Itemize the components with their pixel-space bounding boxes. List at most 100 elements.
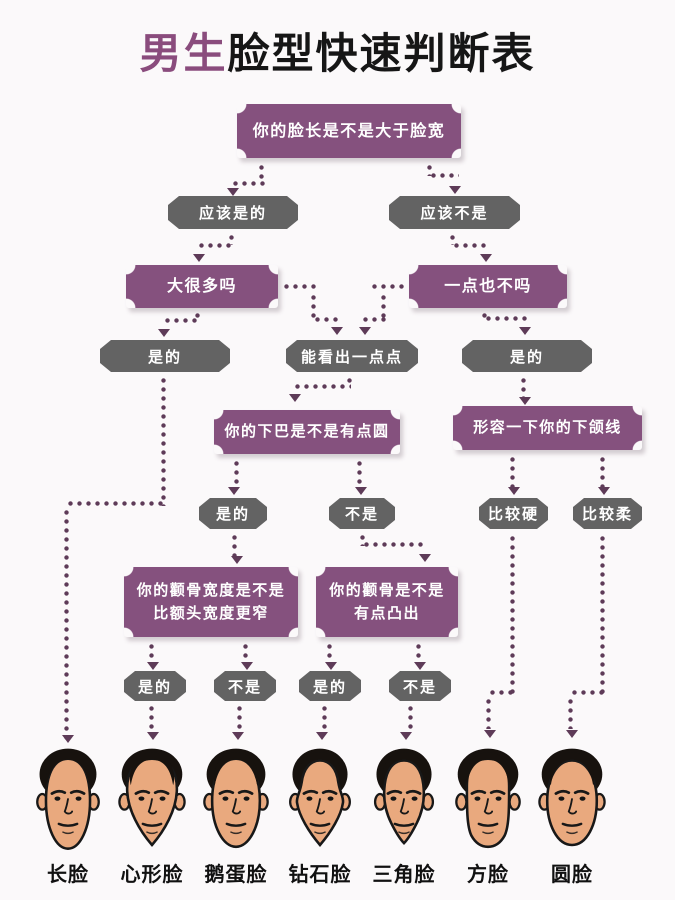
connector-dots-horizontal — [484, 316, 528, 321]
connector-dots-vertical — [243, 642, 248, 663]
connector-dots-vertical — [259, 163, 264, 183]
arrow-down-icon — [232, 732, 244, 740]
arrow-down-icon — [508, 487, 520, 495]
connector-dots-vertical — [600, 534, 605, 694]
connector-dots-vertical — [311, 293, 316, 321]
node-answer-yes-cb1: 是的 — [124, 671, 186, 701]
face-item-diamond: 钻石脸 — [274, 744, 366, 887]
arrow-down-icon — [566, 730, 578, 738]
connector-dots-vertical — [149, 704, 154, 732]
connector-dots-vertical — [450, 233, 455, 245]
node-label-line1: 你的颧骨是不是 — [329, 580, 445, 599]
node-label: 应该是的 — [198, 204, 267, 222]
arrow-down-icon — [414, 662, 426, 670]
title-accent: 男生 — [139, 29, 228, 78]
node-answer-soft: 比较柔 — [573, 498, 642, 529]
connector-dots-vertical — [600, 455, 605, 487]
connector-dots-vertical — [232, 533, 237, 556]
face-item-round: 圆脸 — [526, 744, 618, 887]
arrow-down-icon — [331, 327, 343, 335]
connector-dots-vertical — [357, 459, 362, 487]
arrow-down-icon — [316, 732, 328, 740]
connector-dots-vertical — [327, 642, 332, 663]
connector-dots-horizontal — [293, 384, 351, 389]
arrow-down-icon — [598, 487, 610, 495]
node-label-line2: 有点凸出 — [353, 604, 420, 622]
face-illustration-oval — [190, 744, 282, 856]
connector-dots-horizontal — [429, 173, 459, 178]
connector-dots-horizontal — [66, 501, 166, 506]
node-answer-slightly: 能看出一点点 — [286, 340, 418, 372]
node-question-face-length: 你的脸长是不是大于脸宽 — [237, 104, 461, 158]
connector-dots-vertical — [408, 704, 413, 732]
face-item-triangle: 三角脸 — [358, 744, 450, 887]
connector-dots-vertical — [229, 233, 234, 245]
connector-dots-vertical — [195, 311, 200, 321]
node-label: 是的 — [137, 677, 172, 696]
connector-dots-horizontal — [282, 284, 318, 289]
connector-dots-vertical — [237, 704, 242, 732]
face-label-triangle: 三角脸 — [372, 862, 436, 886]
face-illustration-square — [442, 744, 534, 856]
arrow-down-icon — [241, 662, 253, 670]
arrow-down-icon — [400, 732, 412, 740]
connector-dots-vertical — [64, 508, 69, 740]
arrow-down-icon — [231, 556, 243, 564]
node-label: 是的 — [215, 505, 250, 523]
connector-dots-horizontal — [163, 318, 201, 323]
arrow-down-icon — [193, 254, 205, 262]
connector-dots-vertical — [510, 455, 515, 487]
connector-dots-horizontal — [231, 181, 267, 186]
arrow-down-icon — [147, 732, 159, 740]
face-illustration-triangle — [358, 744, 450, 856]
node-label: 比较硬 — [487, 505, 539, 523]
node-answer-yes-chin: 是的 — [199, 498, 267, 529]
node-label: 应该不是 — [420, 204, 489, 222]
arrow-down-icon — [449, 186, 461, 194]
connector-dots-vertical — [161, 376, 166, 506]
arrow-down-icon — [227, 188, 239, 196]
face-label-square: 方脸 — [467, 862, 509, 886]
node-answer-yes-left: 是的 — [100, 340, 230, 372]
node-question-jawline: 形容一下你的下颌线 — [453, 406, 642, 450]
node-label-line1: 你的颧骨宽度是不是 — [136, 580, 286, 599]
connector-dots-horizontal — [313, 317, 339, 322]
connector-dots-horizontal — [488, 690, 516, 695]
face-illustration-heart — [106, 744, 198, 856]
node-label: 是的 — [312, 677, 347, 696]
node-label: 形容一下你的下颌线 — [473, 418, 622, 437]
node-answer-probably-yes: 应该是的 — [168, 196, 298, 229]
face-label-diamond: 钻石脸 — [288, 862, 352, 886]
connector-dots-vertical — [322, 704, 327, 732]
connector-dots-horizontal — [452, 243, 490, 248]
connector-dots-vertical — [381, 293, 386, 321]
connector-dots-horizontal — [362, 542, 424, 547]
node-label: 不是 — [227, 677, 262, 696]
connector-dots-vertical — [521, 376, 526, 399]
arrow-down-icon — [289, 394, 301, 402]
node-question-chin-round: 你的下巴是不是有点圆 — [214, 410, 400, 454]
connector-dots-vertical — [149, 642, 154, 663]
arrow-down-icon — [62, 735, 74, 743]
arrow-down-icon — [484, 730, 496, 738]
connector-dots-vertical — [482, 311, 487, 319]
face-label-heart: 心形脸 — [120, 862, 184, 886]
node-label: 一点也不吗 — [444, 276, 532, 296]
face-item-heart: 心形脸 — [106, 744, 198, 887]
connector-dots-vertical — [347, 376, 352, 387]
face-label-oval: 鹅蛋脸 — [204, 862, 268, 886]
arrow-down-icon — [158, 329, 170, 337]
node-label: 你的下巴是不是有点圆 — [224, 422, 390, 441]
connector-dots-vertical — [360, 533, 365, 546]
node-answer-no-chin: 不是 — [329, 498, 395, 529]
node-question-cheekbone-width: 你的颧骨宽度是不是 比额头宽度更窄 — [124, 567, 298, 637]
node-question-much-bigger: 大很多吗 — [126, 265, 278, 308]
arrow-down-icon — [519, 397, 531, 405]
face-illustration-long — [22, 744, 114, 856]
face-label-round: 圆脸 — [551, 862, 593, 886]
connector-dots-horizontal — [361, 317, 387, 322]
node-answer-yes-cb2: 是的 — [299, 671, 361, 701]
node-answer-yes-right: 是的 — [462, 340, 592, 372]
connector-dots-vertical — [510, 534, 515, 694]
